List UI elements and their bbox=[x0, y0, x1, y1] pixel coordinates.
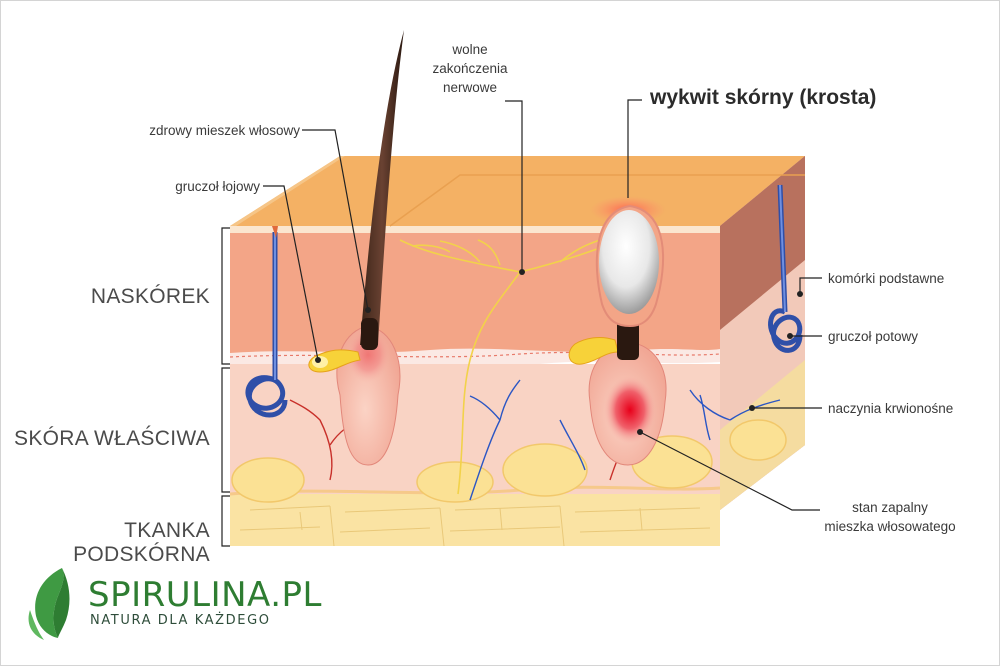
label-inflamed-follicle: stan zapalny mieszka włosowatego bbox=[824, 500, 956, 534]
diagram-title: wykwit skórny (krosta) bbox=[650, 86, 877, 109]
nerve-endings bbox=[399, 239, 611, 495]
skin-surface-top bbox=[230, 156, 805, 226]
logo-wordmark: SPIRULINA.PL bbox=[88, 575, 322, 615]
logo-tagline: NATURA DLA KAŻDEGO bbox=[90, 613, 271, 628]
label-sebaceous-gland: gruczoł łojowy bbox=[175, 179, 260, 194]
layer-label-dermis: SKÓRA WŁAŚCIWA bbox=[14, 427, 210, 450]
label-nerve-endings: wolne zakończenia nerwowe bbox=[432, 42, 508, 95]
leaf-logo-icon bbox=[28, 568, 70, 640]
leader-lines bbox=[221, 99, 822, 547]
hypodermis-layer bbox=[230, 494, 720, 546]
label-basal-cells: komórki podstawne bbox=[828, 271, 945, 286]
label-blood-vessels: naczynia krwionośne bbox=[828, 401, 954, 416]
label-sweat-gland: gruczoł potowy bbox=[828, 329, 919, 344]
layer-label-hypodermis: TKANKA PODSKÓRNA bbox=[73, 519, 210, 566]
hair-shaft bbox=[360, 30, 404, 345]
label-healthy-follicle: zdrowy mieszek włosowy bbox=[149, 123, 300, 138]
inflamed-follicle bbox=[568, 196, 667, 466]
healthy-follicle bbox=[308, 30, 404, 466]
layer-label-epidermis: NASKÓREK bbox=[90, 285, 210, 308]
